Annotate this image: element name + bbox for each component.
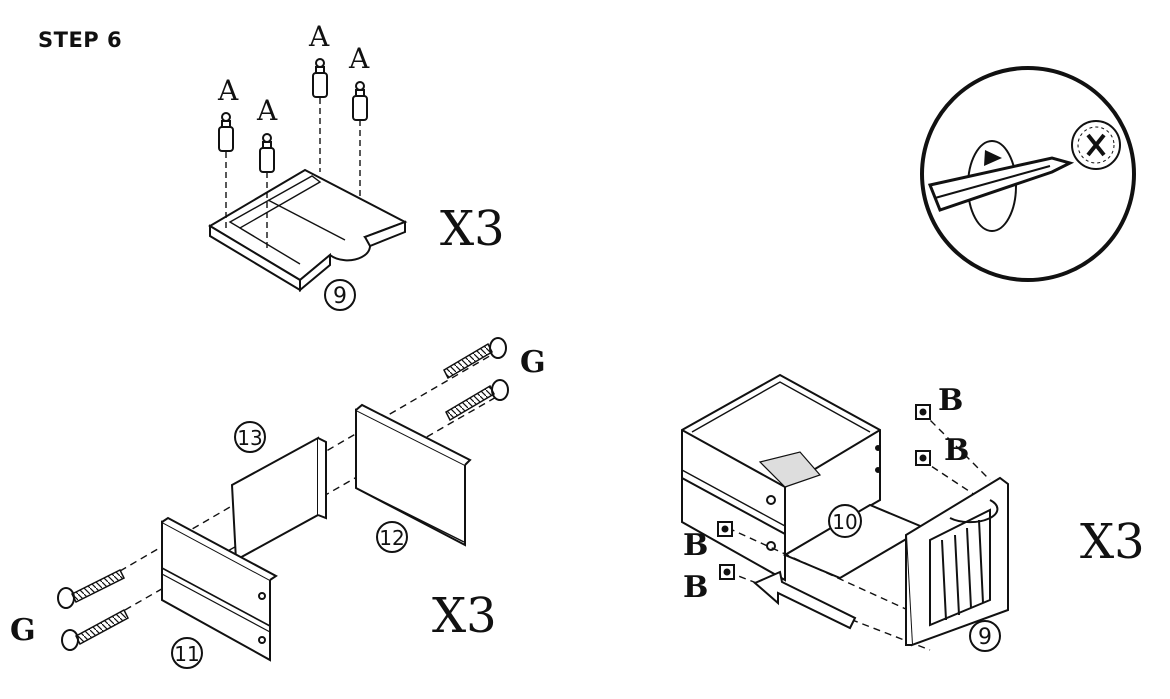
quantity-x3-bottom-left: X3 [432, 588, 497, 644]
svg-text:9: 9 [978, 625, 992, 650]
connector-nut-b-1 [915, 404, 931, 420]
part-number-13: 13 [234, 421, 266, 453]
step-title: STEP 6 [38, 28, 123, 52]
panel-9-top [208, 168, 408, 293]
screw-g-1 [57, 568, 126, 609]
label-b-1: B [938, 383, 963, 418]
drawer-box [681, 373, 881, 582]
svg-text:11: 11 [174, 642, 199, 666]
quantity-x3-bottom-right: X3 [1080, 514, 1145, 570]
quantity-x3-top: X3 [440, 201, 505, 257]
panel-13 [230, 436, 327, 562]
label-a-4: A [348, 42, 370, 75]
label-g-right: G [520, 345, 546, 380]
cam-bolt-a-3 [312, 58, 328, 98]
dashed-guides-a [225, 98, 361, 252]
push-direction-arrow [753, 570, 857, 630]
svg-text:10: 10 [832, 510, 857, 534]
connector-nut-b-3 [717, 521, 733, 537]
drawer-front-9 [904, 476, 1009, 647]
panel-12 [355, 403, 472, 547]
label-g-left: G [10, 613, 36, 648]
part-number-12: 12 [376, 521, 408, 553]
cam-bolt-a-2 [259, 133, 275, 173]
svg-text:13: 13 [237, 426, 262, 450]
part-number-9-bottom: 9 [969, 620, 1001, 652]
part-number-9-top: 9 [324, 279, 356, 311]
label-a-1: A [217, 74, 239, 107]
screw-g-3 [443, 337, 507, 380]
cam-bolt-a-1 [218, 112, 234, 152]
screwdriver-tighten-icon [920, 66, 1136, 282]
screw-g-4 [445, 379, 509, 422]
svg-text:9: 9 [333, 284, 347, 309]
label-a-2: A [256, 94, 278, 127]
part-number-10: 10 [828, 504, 862, 538]
panel-11 [161, 516, 278, 662]
label-b-4: B [683, 570, 708, 605]
label-b-2: B [944, 433, 969, 468]
svg-text:12: 12 [379, 526, 404, 550]
connector-nut-b-2 [915, 450, 931, 466]
label-a-3: A [308, 20, 330, 53]
screw-g-2 [61, 608, 129, 651]
cam-bolt-a-4 [352, 81, 368, 121]
label-b-3: B [683, 528, 708, 563]
connector-nut-b-4 [719, 564, 735, 580]
part-number-11: 11 [171, 637, 203, 669]
